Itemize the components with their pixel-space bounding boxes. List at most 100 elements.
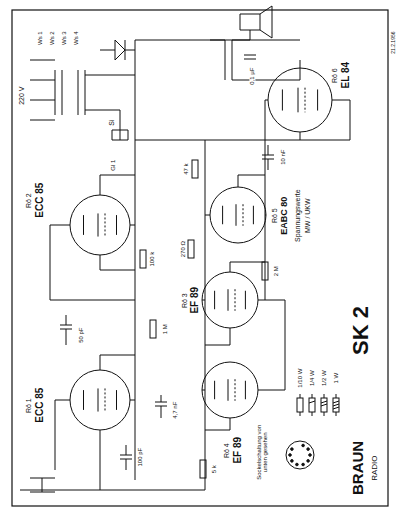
resistor-lead [312,394,313,416]
tube-label: ECC 85 [35,181,46,218]
schematic-stroke [265,60,350,140]
schematic-stroke [55,70,85,115]
schematic-stroke [192,160,198,178]
socket-pin [307,448,310,451]
schematic-stroke [150,320,156,338]
legend-text: 1/10 W [297,368,303,389]
schematic-stroke [262,145,274,170]
component-value: 10 nF [279,148,285,165]
tube-grid [235,289,236,311]
resistor-lead [300,394,301,416]
socket-pin [296,463,299,466]
schematic-stroke [112,130,128,140]
schematic-stroke [188,240,194,258]
tube-label: Rö 2 [24,192,31,209]
tube-label: Rö 1 [24,397,31,414]
wattage-mark [333,404,339,406]
schematic-stroke [262,262,268,280]
schematic-stroke [12,10,388,506]
component-value: Ws 1 [37,30,43,46]
tube-grid [235,379,236,401]
component-value: 2 M [273,265,279,277]
tube-electrodes [215,379,246,401]
wattage-mark [333,401,339,403]
socket-pin [291,448,294,451]
tube-electrodes [215,289,246,311]
component-value: 1 M [162,323,168,335]
schematic-stroke [30,60,135,140]
tube-label: Rö 4 [222,442,229,459]
schematic-stroke [50,175,135,300]
schematic-stroke [30,60,135,140]
schematic-stroke [200,460,206,478]
wattage-mark [309,401,315,403]
tube-label: Rö 5 [270,207,277,224]
tube-grid [105,213,106,236]
socket-pin [302,444,305,447]
schematic-stroke [202,272,258,328]
note-text: 21.2.1956 [391,30,396,54]
component-value: 220 V [18,85,25,105]
schematic-stroke [20,40,300,490]
resistor-symbol [321,398,327,412]
resistor-symbol [333,398,339,412]
wattage-mark [333,407,339,409]
socket-pin [309,454,312,457]
schematic-stroke [60,55,274,478]
component-value: 100 pF [137,447,143,468]
tube-electrodes [282,88,317,113]
schematic-stroke [244,55,256,59]
schematic-stroke [70,195,130,255]
tube-label: EF 89 [190,285,201,314]
socket-pin [302,463,305,466]
component-value: Ws 3 [61,30,67,46]
schematic-stroke [55,355,135,490]
brand-title: SK 2 [348,305,371,356]
component-value: Ws 4 [73,30,79,46]
tube-grid [105,388,106,411]
tube-electrodes [84,388,117,411]
socket-pin [307,460,310,463]
resistor-symbol [309,398,315,412]
component-value: Ws 2 [49,30,55,46]
schematic-stroke [289,444,312,466]
component-value: 4,7 nF [172,401,178,420]
schematic-stroke [240,6,272,38]
tube-label: Rö 3 [180,292,187,309]
tube-label: EF 89 [233,435,244,464]
component-value: Gl 1 [110,159,116,172]
schematic-stroke [286,441,314,469]
schematic-stroke [60,315,72,345]
component-value: 50 pF [77,326,83,343]
wattage-mark [321,404,327,406]
component-value: 0,1 µF [249,67,255,86]
schematic-stroke [155,395,167,418]
tube-electrodes [84,213,117,236]
tube-label: EL 84 [341,61,352,90]
note-text: Spannungswerte [293,188,300,243]
schematic-stroke [202,262,265,345]
tube-electrodes [223,204,254,226]
schematic-stroke [268,68,332,132]
brand-title: BRAUN [350,440,366,496]
note-text: Sockelschaltung von unten gesehen [256,420,269,484]
brand-title: RADIO [371,455,379,482]
schematic-stroke [120,445,132,470]
schematic-stroke [210,187,266,243]
component-value: 100 k [149,251,155,268]
component-value: 47 k [182,162,188,175]
tube-label: Rö 6 [330,67,337,84]
resistor-symbol [297,398,303,412]
schematic-stroke [202,362,258,418]
tube-grid [243,204,244,226]
component-value: 5 k [211,464,217,474]
note-text: MW / UKW [303,197,310,234]
schematic-stroke [30,478,55,492]
tube-grid [305,88,306,113]
resistor-lead [324,394,325,416]
wattage-mark [321,401,327,403]
legend-text: 1/2 W [321,369,327,387]
tube-label: ECC 85 [35,386,46,423]
component-value: Si [108,118,115,126]
